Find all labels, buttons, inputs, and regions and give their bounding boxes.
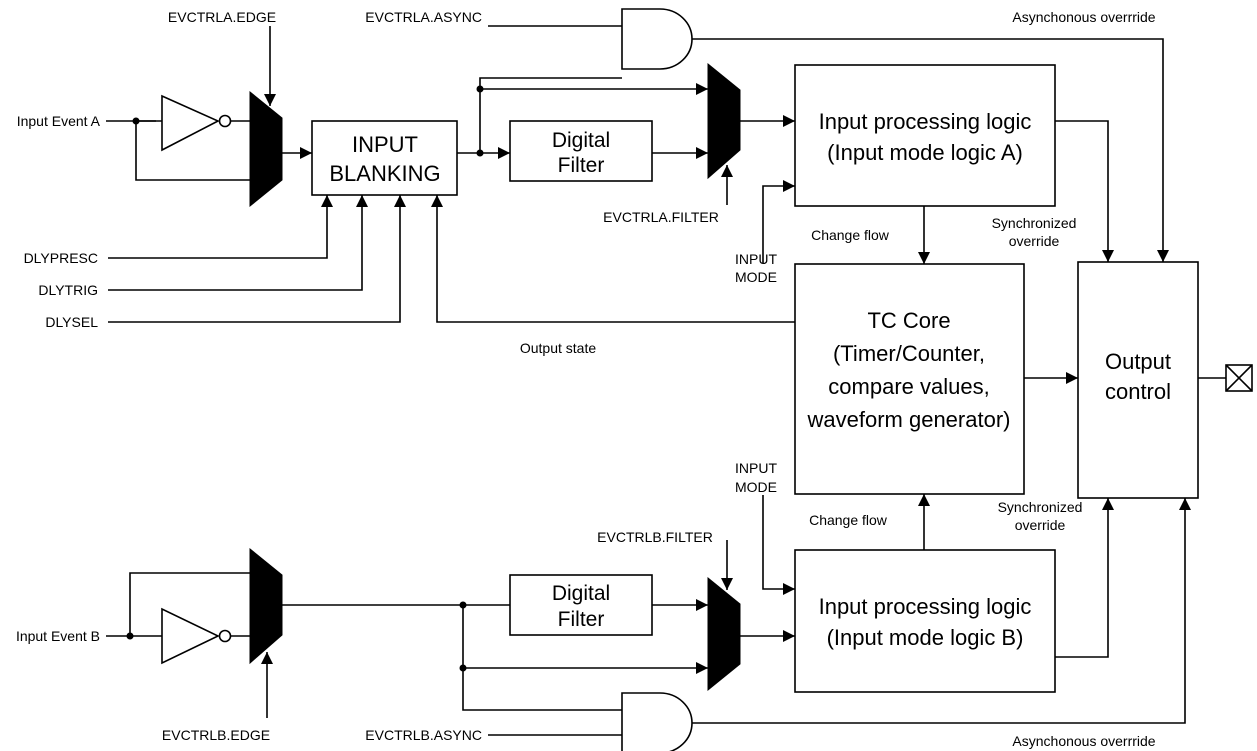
digital-filter-b-line-2: Filter	[558, 608, 605, 631]
wires-path-a	[106, 25, 1169, 323]
inverter-a	[161, 94, 232, 152]
async-override-top-label: Asynchonous overrride	[1012, 9, 1155, 25]
tc-core-line-1: TC Core	[867, 308, 950, 333]
digital-filter-a-line-1: Digital	[552, 129, 610, 152]
evctrlb-async-label: EVCTRLB.ASYNC	[365, 727, 482, 743]
input-mode-top-line-2: MODE	[735, 269, 777, 285]
async-override-bottom-label: Asynchonous overrride	[1012, 733, 1155, 749]
evctrla-async-label: EVCTRLA.ASYNC	[365, 9, 482, 25]
sync-override-bottom-line-1: Synchronized	[998, 499, 1083, 515]
inverter-b	[161, 607, 232, 665]
input-blanking-line-1: INPUT	[352, 132, 418, 157]
tc-core-block: TC Core (Timer/Counter, compare values, …	[794, 263, 1025, 495]
input-processing-a-line-2: (Input mode logic A)	[827, 140, 1023, 165]
output-state-label: Output state	[520, 340, 596, 356]
input-blanking-block: INPUT BLANKING	[311, 120, 458, 196]
input-mode-top-line-1: INPUT	[735, 251, 777, 267]
digital-filter-a-block: Digital Filter	[509, 120, 653, 182]
input-processing-b-line-2: (Input mode logic B)	[827, 625, 1024, 650]
tc-core-line-2: (Timer/Counter,	[833, 341, 985, 366]
input-event-a-label: Input Event A	[17, 113, 101, 129]
output-control-block: Output control	[1077, 261, 1199, 499]
dlypresc-label: DLYPRESC	[24, 250, 98, 266]
filter-mux-b	[707, 576, 741, 692]
edge-mux-b	[249, 547, 283, 665]
junction-dots	[126, 85, 484, 672]
dlytrig-label: DLYTRIG	[38, 282, 98, 298]
input-mode-bottom-line-2: MODE	[735, 479, 777, 495]
junction-dot	[459, 601, 467, 609]
input-processing-b-line-1: Input processing logic	[819, 594, 1032, 619]
async-and-gate-b	[621, 692, 693, 751]
junction-dot	[459, 664, 467, 672]
change-flow-top-label: Change flow	[811, 227, 890, 243]
evctrlb-filter-label: EVCTRLB.FILTER	[597, 529, 713, 545]
output-control-line-1: Output	[1105, 349, 1171, 374]
input-processing-a-line-1: Input processing logic	[819, 109, 1032, 134]
junction-dot	[126, 632, 134, 640]
evctrlb-edge-label: EVCTRLB.EDGE	[162, 727, 270, 743]
input-blanking-line-2: BLANKING	[329, 161, 440, 186]
input-processing-a-block: Input processing logic (Input mode logic…	[794, 64, 1056, 207]
digital-filter-a-line-2: Filter	[558, 154, 605, 177]
evctrla-filter-label: EVCTRLA.FILTER	[603, 209, 719, 225]
tc-core-line-3: compare values,	[828, 374, 989, 399]
input-mode-bottom-line-1: INPUT	[735, 460, 777, 476]
sync-override-top-line-1: Synchronized	[992, 215, 1077, 231]
edge-mux-a	[249, 90, 283, 208]
filter-mux-a	[707, 62, 741, 180]
output-terminal	[1225, 364, 1253, 392]
sync-override-bottom-line-2: override	[1015, 517, 1066, 533]
change-flow-bottom-label: Change flow	[809, 512, 888, 528]
input-event-b-label: Input Event B	[16, 628, 100, 644]
async-and-gate-a	[621, 8, 693, 70]
sync-override-top-line-2: override	[1009, 233, 1060, 249]
digital-filter-b-block: Digital Filter	[509, 574, 653, 636]
dlysel-label: DLYSEL	[45, 314, 98, 330]
digital-filter-b-line-1: Digital	[552, 582, 610, 605]
wires-path-b	[106, 494, 1191, 736]
junction-dot	[476, 149, 484, 157]
input-processing-b-block: Input processing logic (Input mode logic…	[794, 549, 1056, 693]
evctrla-edge-label: EVCTRLA.EDGE	[168, 9, 276, 25]
junction-dot	[476, 85, 484, 93]
junction-dot	[132, 117, 140, 125]
output-control-line-2: control	[1105, 379, 1171, 404]
tc-core-line-4: waveform generator)	[807, 407, 1011, 432]
